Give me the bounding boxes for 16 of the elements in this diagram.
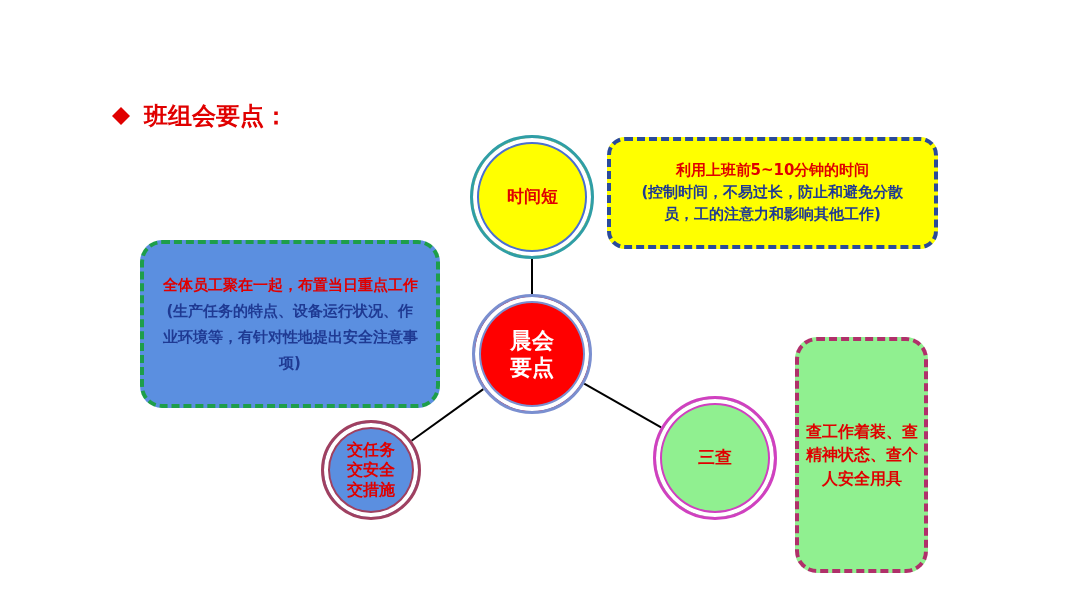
node-label: 全体员工聚在一起，布置当日重点工作 [162, 274, 418, 296]
title: 班组会要点： [144, 101, 288, 132]
node-label: 三查 [698, 447, 732, 469]
node-note: (生产任务的特点、设备运行状况、作业环境等，有针对性地提出安全注意事项) [162, 300, 418, 375]
connector-line [410, 388, 485, 442]
note-box [607, 137, 938, 249]
note-box [795, 337, 928, 573]
connector-line [583, 382, 663, 429]
node-label: 时间短 [506, 186, 558, 208]
node-label: 交任务交安全交措施 [346, 440, 396, 500]
connector-line [531, 258, 533, 295]
node-note: (控制时间，不易过长，防止和避免分散员，工的注意力和影响其他工作) [640, 182, 905, 225]
node-label: 利用上班前5~10分钟的时间 [675, 160, 870, 182]
note-box [140, 240, 440, 408]
node-label: 晨会要点 [509, 326, 555, 382]
node-label: 查工作着装、查精神状态、查个人安全用具 [804, 421, 919, 490]
